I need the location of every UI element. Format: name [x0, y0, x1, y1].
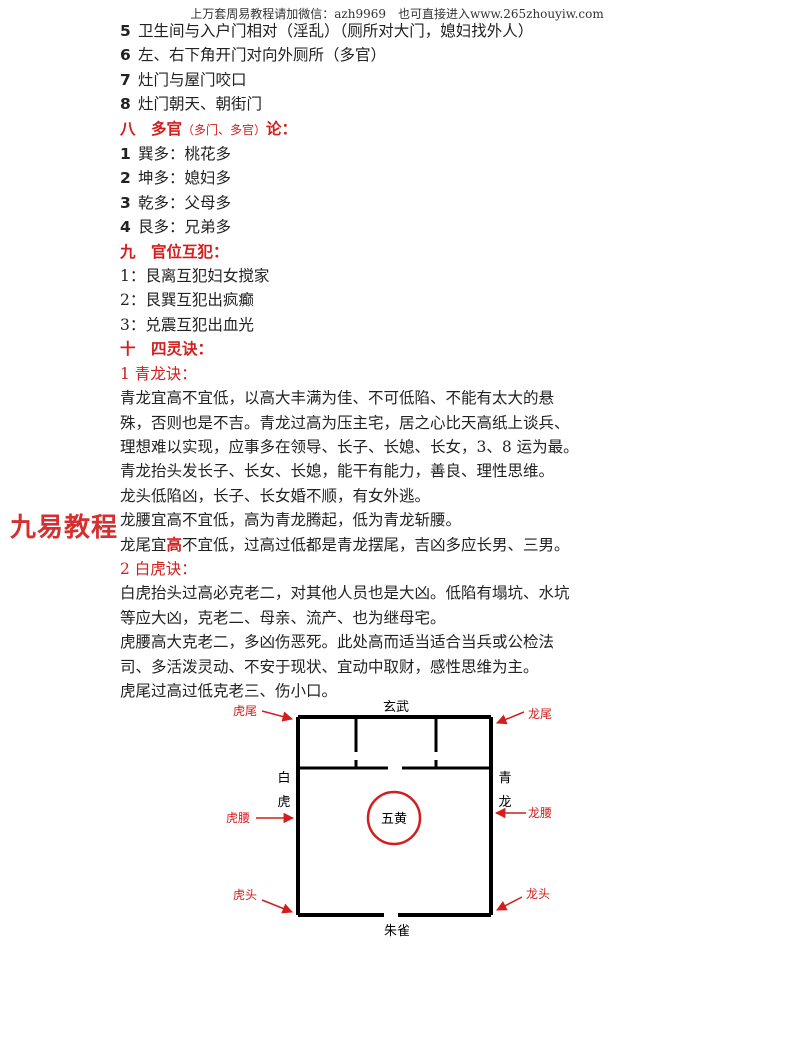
list-item: 2 坤多：媳妇多	[120, 166, 680, 190]
text-line: 2：艮巽互犯出疯癫	[120, 291, 254, 310]
text-line: 殊，否则也是不吉。青龙过高为压主宅，居之心比天高纸上谈兵、	[120, 413, 570, 432]
list-number: 3	[120, 193, 131, 212]
emphasis-text: 高	[166, 534, 183, 554]
text-line: 青龙宜高不宜低，以高大丰满为佳、不可低陷、不能有太大的悬	[120, 389, 555, 408]
text-run: 龙尾宜	[120, 535, 167, 554]
list-item: 3 乾多：父母多	[120, 191, 680, 215]
text-line: 虎尾过高过低克老三、伤小口。	[120, 681, 338, 700]
list-text: 艮多：兄弟多	[138, 218, 232, 237]
list-palace-conflicts: 1：艮离互犯妇女搅家 2：艮巽互犯出疯癫 3：兑震互犯出血光	[120, 264, 680, 337]
text-line: 理想难以实现，应事多在领导、长子、长媳、长女，3、8 运为最。	[120, 437, 579, 456]
list-item: 4 艮多：兄弟多	[120, 215, 680, 239]
list-number: 5	[120, 22, 131, 40]
label-tiger-tail: 虎尾	[233, 704, 257, 718]
section-9-heading: 九 官位互犯：	[120, 241, 229, 261]
subsection-green-dragon: 1 青龙诀：	[120, 364, 197, 383]
list-item: 6 左、右下角开门对向外厕所（多官）	[120, 43, 680, 67]
center-circle	[366, 790, 422, 846]
text-line: 青龙抬头发长子、长女、长媳，能干有能力，善良、理性思维。	[120, 462, 555, 481]
section-8-heading: 八 多官（多门、多官）论：	[120, 117, 680, 142]
text-line: 虎腰高大克老二，多凶伤恶死。此处高而适当适合当兵或公检法	[120, 633, 555, 652]
label-dragon-head: 龙头	[526, 887, 550, 901]
text-line: 白虎抬头过高必克老二，对其他人员也是大凶。低陷有塌坑、水坑	[120, 584, 570, 603]
list-bad-doors: 5 卫生间与入户门相对（淫乱）（厕所对大门，媳妇找外人） 6 左、右下角开门对向外厕所…	[120, 19, 680, 117]
paragraph-line: 龙尾宜高不宜低，过高过低都是青龙摆尾，吉凶多应长男、三男。	[120, 533, 680, 557]
list-many-palaces: 1 巽多：桃花多 2 坤多：媳妇多 3 乾多：父母多 4 艮多：兄弟多	[120, 142, 680, 240]
list-text: 左、右下角开门对向外厕所（多官）	[138, 46, 387, 65]
list-text: 乾多：父母多	[138, 193, 232, 212]
list-item: 7 灶门与屋门咬口	[120, 68, 680, 92]
text-line: 等应大凶，克老二、母亲、流产、也为继母宅。	[120, 608, 446, 627]
list-text: 灶门朝天、朝街门	[138, 95, 263, 114]
text-line: 司、多活泼灵动、不安于现状、宜动中取财，感性思维为主。	[120, 657, 539, 676]
list-number: 6	[120, 46, 131, 65]
section-8-title: 八 多官	[120, 118, 183, 138]
list-item: 5 卫生间与入户门相对（淫乱）（厕所对大门，媳妇找外人）	[120, 19, 680, 43]
list-text: 巽多：桃花多	[138, 145, 232, 164]
list-text: 灶门与屋门咬口	[138, 70, 247, 89]
text-line: 龙头低陷凶，长子、长女婚不顺，有女外逃。	[120, 486, 431, 505]
section-10-heading: 十 四灵诀：	[120, 339, 214, 359]
list-number: 7	[120, 70, 131, 89]
document-body: 5 卫生间与入户门相对（淫乱）（厕所对大门，媳妇找外人） 6 左、右下角开门对向外厕所…	[120, 19, 680, 703]
text-run: 不宜低，过高过低都是青龙摆尾，吉凶多应长男、三男。	[182, 535, 570, 554]
label-tiger-head: 虎头	[233, 888, 257, 902]
text-line: 1：艮离互犯妇女搅家	[120, 267, 270, 286]
subsection-white-tiger: 2 白虎诀：	[120, 559, 197, 578]
arrow-dragon-tail	[496, 711, 525, 725]
label-dragon-tail: 龙尾	[528, 707, 552, 721]
arrow-dragon-head	[496, 896, 523, 911]
section-8-tail: 论：	[266, 118, 298, 138]
arrow-tiger-head	[261, 899, 293, 914]
watermark-logo: 九易教程	[10, 513, 119, 543]
label-tiger-waist: 虎腰	[226, 811, 250, 825]
label-right: 青龙	[498, 771, 511, 810]
text-line: 3：兑震互犯出血光	[120, 315, 254, 334]
section-8-paren: （多门、多官）	[182, 122, 267, 137]
list-item: 1 巽多：桃花多	[120, 142, 680, 166]
page-header: 上万套周易教程请加微信：azh9969 也可直接进入www.265zhouyiw…	[190, 7, 604, 21]
list-number: 1	[120, 145, 131, 164]
list-text: 坤多：媳妇多	[138, 169, 232, 188]
label-bottom: 朱雀	[384, 924, 410, 939]
center-label: 五黄	[381, 812, 407, 827]
house-outline	[296, 715, 493, 917]
list-text: 卫生间与入户门相对（淫乱）（厕所对大门，媳妇找外人）	[138, 22, 534, 40]
list-number: 4	[120, 218, 131, 237]
label-left: 白虎	[277, 770, 290, 810]
arrow-tiger-tail	[261, 710, 294, 722]
list-item: 8 灶门朝天、朝街门	[120, 92, 680, 116]
list-number: 8	[120, 95, 131, 114]
list-number: 2	[120, 169, 131, 188]
label-dragon-waist: 龙腰	[528, 806, 552, 820]
label-top: 玄武	[383, 700, 409, 715]
paragraph-green-dragon: 青龙宜高不宜低，以高大丰满为佳、不可低陷、不能有太大的悬殊，否则也是不吉。青龙过…	[120, 386, 680, 532]
text-line: 龙腰宜高不宜低，高为青龙腾起，低为青龙斩腰。	[120, 511, 462, 530]
paragraph-white-tiger: 白虎抬头过高必克老二，对其他人员也是大凶。低陷有塌坑、水坑等应大凶，克老二、母亲…	[120, 581, 680, 703]
